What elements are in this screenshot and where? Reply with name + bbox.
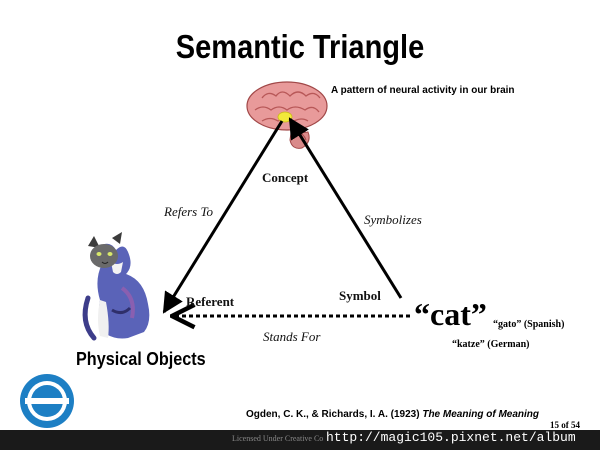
cat-icon bbox=[82, 232, 150, 341]
citation-title: The Meaning of Meaning bbox=[422, 409, 540, 420]
citation-authors: Ogden, C. K., & Richards, I. A. (1923) bbox=[246, 409, 423, 420]
citation: Ogden, C. K., & Richards, I. A. (1923) T… bbox=[246, 409, 539, 420]
symbolizes-arrow bbox=[288, 117, 403, 299]
stands-for-label: Stands For bbox=[263, 329, 321, 344]
refers-to-arrow bbox=[162, 120, 284, 314]
referent-label: Referent bbox=[186, 294, 235, 309]
page-indicator: 15 of 54 bbox=[550, 420, 580, 430]
symbol-word: “cat” bbox=[414, 296, 487, 332]
brain-caption: A pattern of neural activity in our brai… bbox=[331, 85, 515, 96]
german-translation: “katze” (German) bbox=[452, 339, 530, 350]
symbolizes-label: Symbolizes bbox=[364, 212, 422, 227]
footer-bar bbox=[0, 430, 600, 450]
brain-icon bbox=[246, 81, 328, 149]
concept-label: Concept bbox=[262, 170, 309, 185]
spanish-translation: “gato” (Spanish) bbox=[493, 319, 565, 330]
globe-logo-icon bbox=[20, 374, 74, 428]
watermark-url: http://magic105.pixnet.net/album bbox=[326, 430, 576, 445]
license-text: Licensed Under Creative Co bbox=[232, 434, 324, 443]
refers-to-label: Refers To bbox=[164, 204, 213, 219]
symbol-label: Symbol bbox=[339, 288, 381, 303]
physical-objects-label: Physical Objects bbox=[76, 349, 206, 369]
slide-title: Semantic Triangle bbox=[175, 28, 425, 65]
